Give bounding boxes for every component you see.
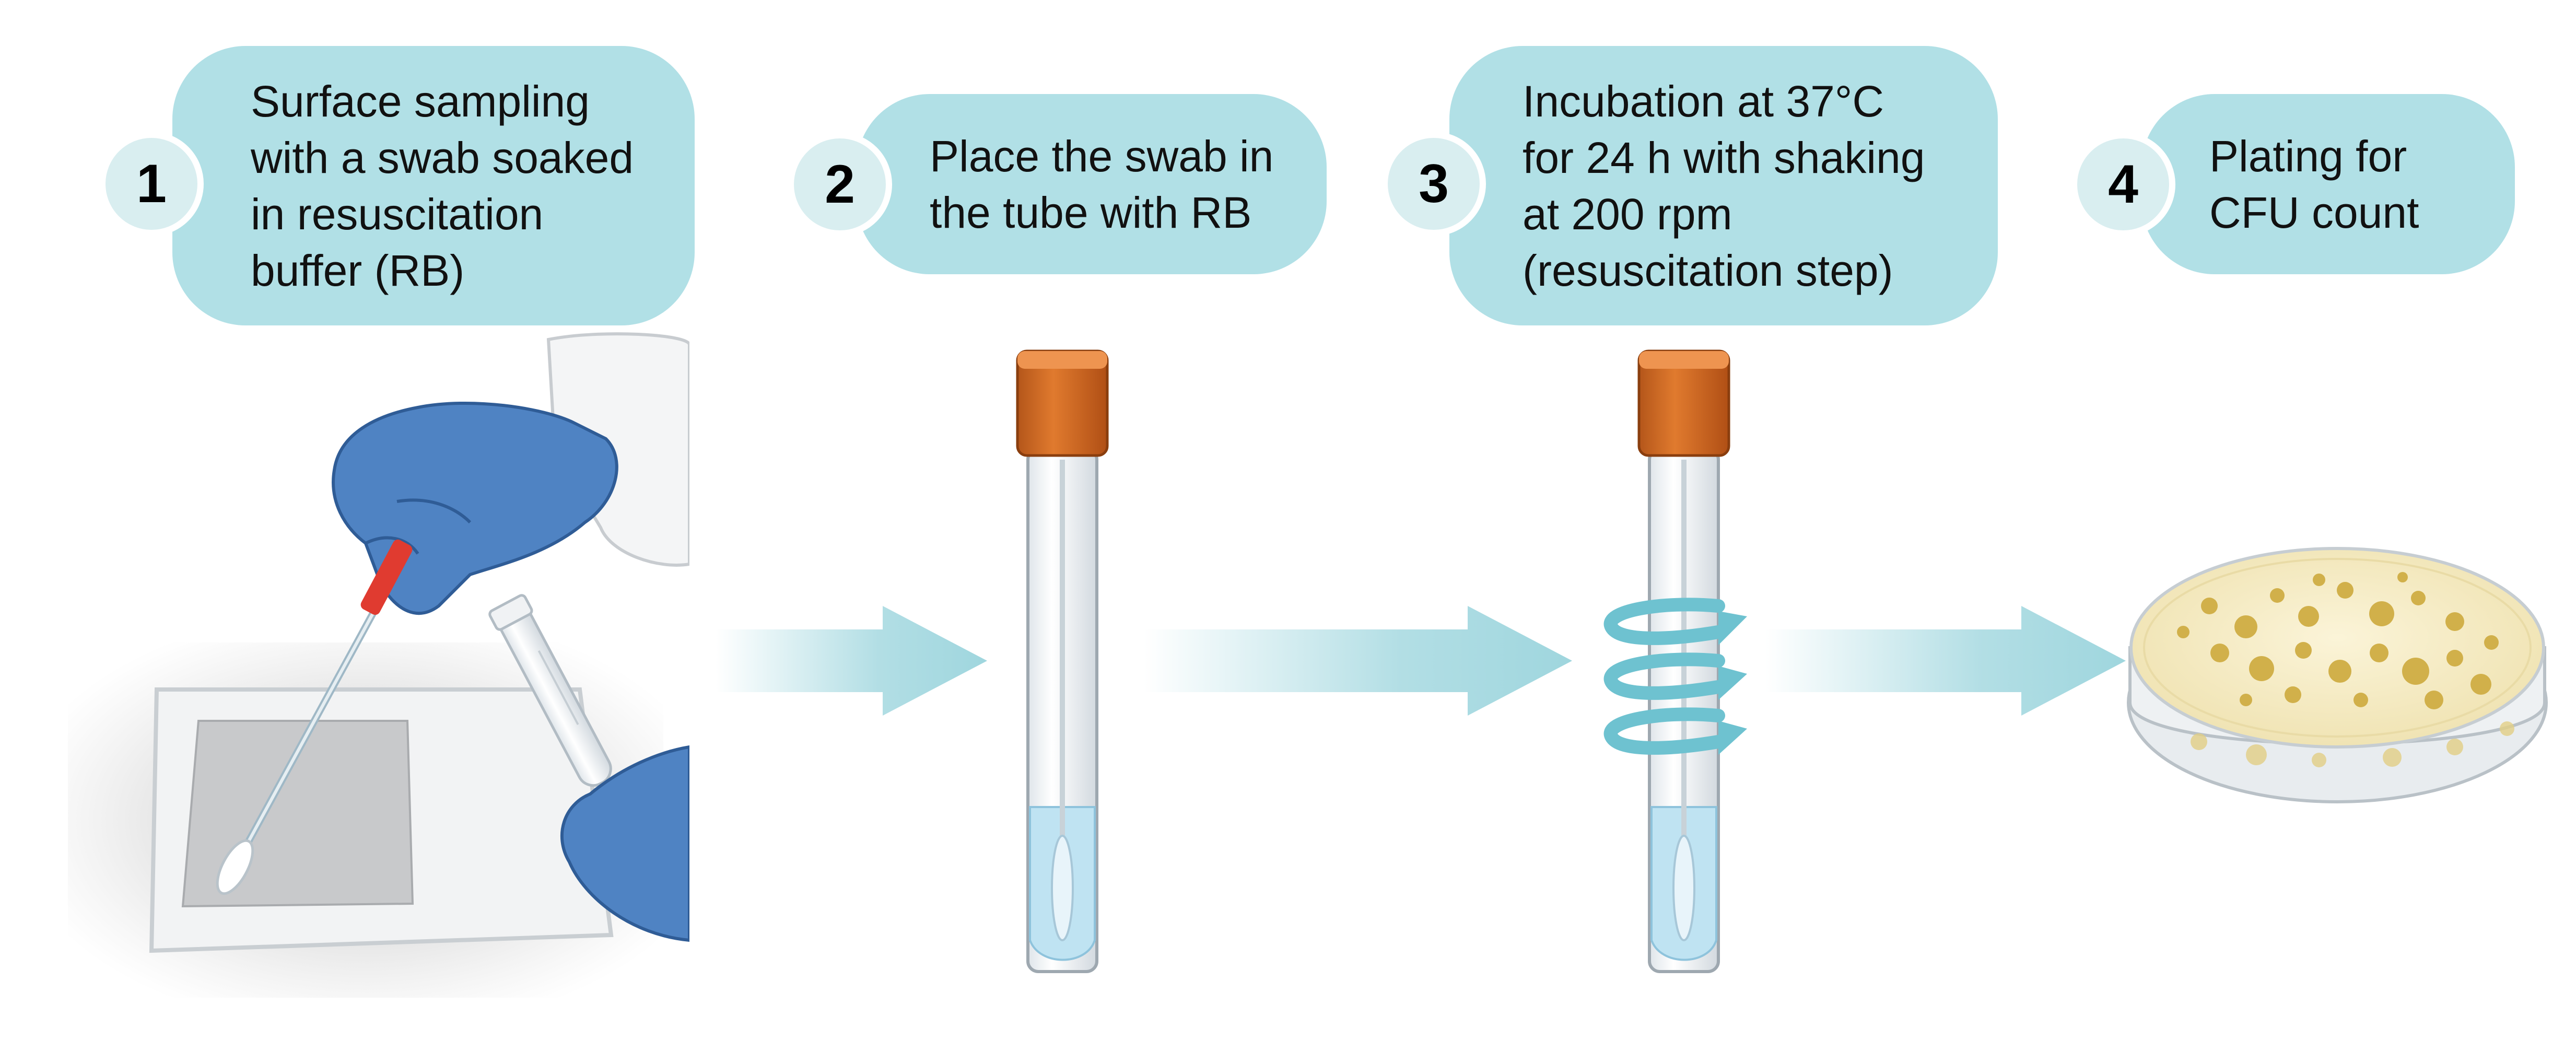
step-4-bubble: Plating for CFU count <box>2141 94 2515 274</box>
process-arrow-icon <box>716 606 987 716</box>
step-1-bubble: Surface sampling with a swab soaked in r… <box>172 46 695 325</box>
gloved-hand-lower-icon <box>560 745 689 942</box>
step-2-text: Place the swab in the tube with RB <box>930 131 1274 237</box>
sample-tube-icon <box>488 594 612 787</box>
colonies <box>2177 572 2499 709</box>
step-3-text: Incubation at 37°C for 24 h with shaking… <box>1523 76 1925 295</box>
step-3-bubble: Incubation at 37°C for 24 h with shaking… <box>1449 46 1998 325</box>
shaking-arrows-icon <box>1603 598 1747 755</box>
tube-with-swab-icon <box>1016 349 1109 973</box>
step-4-text: Plating for CFU count <box>2209 131 2419 237</box>
step-2-bubble: Place the swab in the tube with RB <box>857 94 1327 274</box>
process-arrow-icon-2 <box>1144 606 1572 716</box>
sampling-surface-icon <box>149 687 614 953</box>
step-1-text: Surface sampling with a swab soaked in r… <box>251 76 634 295</box>
process-arrow-icon-3 <box>1765 606 2126 716</box>
petri-dish-icon <box>2127 547 2548 803</box>
swab-icon <box>216 539 413 895</box>
sampling-scene <box>68 332 689 998</box>
